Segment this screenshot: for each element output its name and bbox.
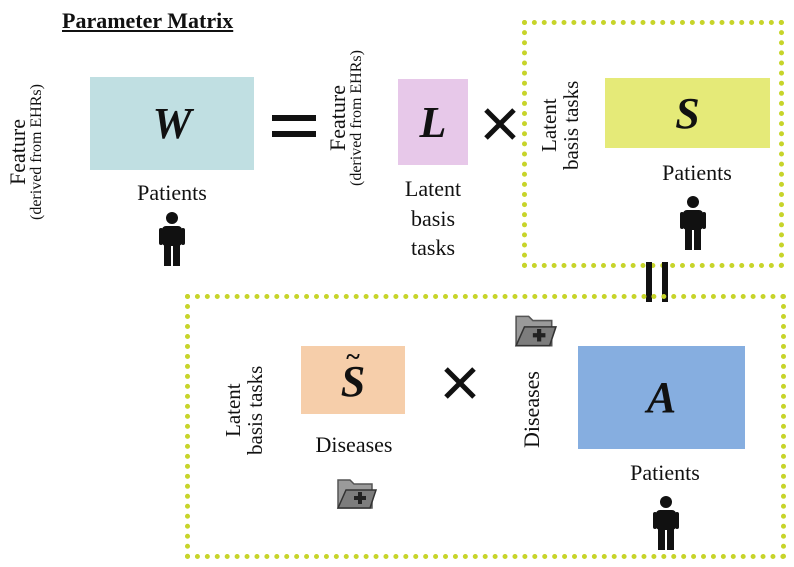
matrix-w: W — [90, 77, 254, 170]
diseases-label-a: Diseases — [519, 371, 544, 449]
person-icon — [680, 196, 706, 250]
equals-sign — [272, 115, 316, 137]
matrix-s-tilde: ~ S — [301, 344, 405, 414]
latent-basis-tasks-label-s: Latent basis tasks — [537, 80, 584, 170]
person-icon — [159, 212, 185, 266]
feature-label-l: Feature (derived from EHRs) — [325, 50, 366, 186]
vertical-equals-sign — [646, 262, 668, 302]
matrix-s: S — [605, 78, 770, 148]
feature-label-w: Feature (derived from EHRs) — [5, 84, 46, 220]
times-sign-bottom — [444, 367, 476, 399]
patients-label-w: Patients — [137, 180, 207, 205]
matrix-l: L — [398, 79, 468, 165]
dotted-box-product — [185, 294, 786, 559]
latent-basis-tasks-label-stilde: Latent basis tasks — [221, 365, 268, 455]
diseases-label-stilde: Diseases — [315, 432, 393, 457]
diagram-title: Parameter Matrix — [62, 8, 234, 33]
matrix-a: A — [578, 346, 745, 449]
dotted-box-s — [522, 20, 784, 268]
disease-folder-icon — [514, 310, 558, 350]
latent-basis-tasks-label-l: Latent basis tasks — [404, 176, 462, 261]
patients-label-a: Patients — [630, 460, 700, 485]
disease-folder-icon — [336, 474, 378, 512]
patients-label-s: Patients — [662, 160, 732, 185]
times-sign-top — [484, 108, 516, 140]
person-icon — [653, 496, 679, 550]
